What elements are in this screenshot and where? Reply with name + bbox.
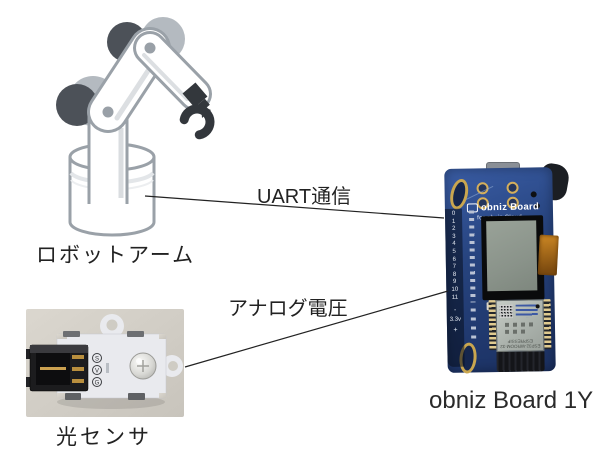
sensor-pin-label-s: S (95, 357, 99, 363)
analog-connection-line (184, 290, 449, 368)
edge-pad (128, 393, 145, 400)
connector-pin (40, 367, 66, 370)
upper-joint-dot (144, 42, 156, 54)
light-sensor-graphic: S V G (26, 309, 184, 417)
uart-connection-label: UART通信 (257, 186, 352, 208)
edge-pad (63, 331, 80, 337)
connector-pin (72, 367, 84, 371)
robot-arm-label: ロボットアーム (36, 244, 196, 267)
analog-connection-label: アナログ電圧 (228, 298, 348, 320)
edge-pad (127, 331, 144, 337)
lower-joint-dot (102, 106, 114, 118)
gripper-claw (179, 82, 215, 140)
mounting-hole-right (168, 361, 178, 371)
robot-arm-forearm (133, 31, 212, 111)
connector-pin (72, 355, 84, 359)
connector-pin (72, 379, 84, 383)
light-sensor-label: 光センサ (56, 426, 152, 449)
uart-connection-line (144, 195, 445, 219)
robot-arm-illustration (56, 17, 215, 237)
silk-marking (106, 363, 109, 373)
sensor-pin-label-v: V (95, 369, 99, 375)
grove-connector (26, 344, 89, 392)
obniz-board-photo: obniz Board for obniz Cloud ☁ 0 1 2 3 4 … (444, 160, 574, 375)
mounting-hole-top (106, 319, 118, 331)
light-sensor-photo: S V G (26, 309, 184, 417)
sensor-pin-labels: S V G (92, 353, 102, 387)
edge-pad (65, 393, 81, 400)
obniz-board-label: obniz Board 1Y (429, 387, 594, 414)
sensor-pin-label-g: G (95, 381, 100, 387)
light-sensor-dome (129, 352, 157, 380)
